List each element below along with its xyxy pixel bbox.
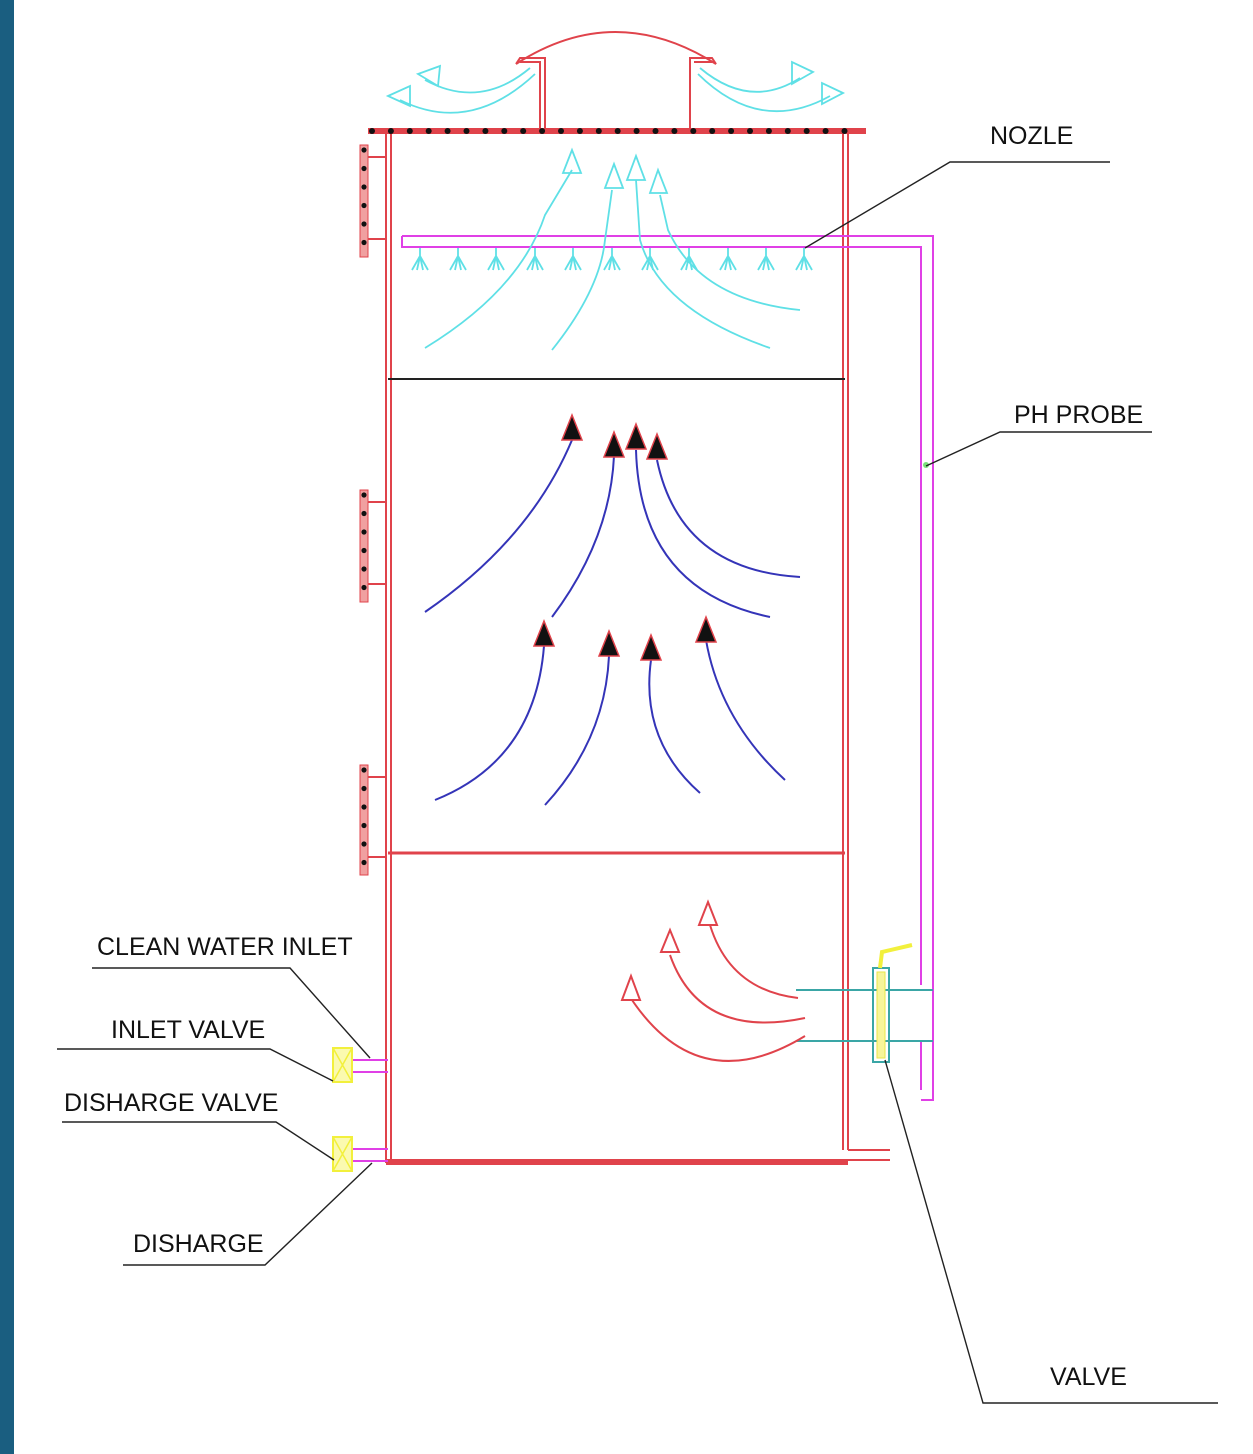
label-ph-probe-text: PH PROBE: [1014, 401, 1143, 429]
bolt-icon: [822, 128, 829, 134]
bolt-icon: [361, 547, 367, 554]
nozzle-icon: [757, 248, 775, 271]
label-nozzle-text: NOZLE: [990, 122, 1073, 150]
label-inlet-valve: INLET VALVE: [57, 1016, 334, 1082]
label-nozzle: NOZLE: [804, 122, 1110, 249]
bolt-icon: [841, 128, 848, 134]
bolt-icon: [633, 128, 640, 134]
label-inlet-valve-text: INLET VALVE: [111, 1016, 265, 1044]
bolt-icon: [784, 128, 791, 134]
bolt-icon: [558, 128, 564, 134]
nozzle-icon: [680, 248, 698, 271]
nozzle-icon: [487, 248, 505, 271]
label-ph-probe: PH PROBE: [925, 401, 1152, 467]
label-discharge-valve-text: DISHARGE VALVE: [64, 1089, 278, 1117]
bolt-icon: [425, 128, 432, 134]
bolt-icon: [361, 492, 367, 498]
inlet-flow-arrows: [620, 899, 806, 1062]
label-valve-text: VALVE: [1050, 1363, 1127, 1391]
bolt-icon: [361, 184, 367, 190]
bolt-icon: [520, 128, 527, 134]
bolt-icon: [576, 128, 583, 134]
bolt-icon: [728, 128, 735, 134]
bolt-icon: [361, 147, 367, 153]
bolt-icon: [361, 239, 367, 246]
bolt-icon: [361, 767, 367, 773]
bolt-icon: [361, 202, 367, 209]
bolt-icon: [406, 128, 413, 134]
bolt-icon: [361, 841, 367, 847]
bolt-icon: [444, 128, 451, 134]
bolt-icon: [671, 128, 678, 134]
exhaust-cap: [515, 31, 717, 131]
bolt-icon: [652, 128, 659, 134]
bolt-icon: [595, 128, 602, 134]
duct-valve: [872, 943, 913, 1063]
tower-walls: [385, 134, 849, 1165]
bolt-icon: [482, 128, 489, 134]
bolt-icon: [501, 128, 508, 134]
nozzle-icon: [564, 248, 582, 271]
flange: [359, 144, 369, 258]
bolt-icon: [361, 584, 367, 591]
flange: [359, 489, 369, 603]
bolt-icon: [747, 128, 753, 134]
gas-inlet-duct: [796, 989, 933, 1161]
exhaust-flow-arrows: [385, 60, 846, 114]
label-discharge-text: DISHARGE: [133, 1230, 264, 1258]
bolt-icon: [690, 128, 697, 134]
nozzle-icon: [603, 248, 621, 271]
bolt-icon: [361, 165, 367, 172]
ph-probe-sensor: [923, 462, 929, 468]
bolt-icon: [387, 128, 394, 134]
bolt-icon: [361, 510, 367, 517]
spray-header-pipe: [401, 235, 934, 1101]
side-flanges: [359, 144, 386, 876]
bolt-icon: [361, 785, 367, 792]
label-valve: VALVE: [884, 1059, 1218, 1404]
label-clean-water-inlet-text: CLEAN WATER INLET: [97, 933, 353, 961]
nozzle-icon: [526, 248, 544, 271]
bolt-icon: [361, 822, 367, 829]
top-flange: [368, 128, 866, 134]
bolt-icon: [361, 529, 367, 535]
spray-nozzles: [411, 248, 813, 271]
bolt-icon: [361, 566, 367, 572]
label-discharge-valve: DISHARGE VALVE: [62, 1089, 335, 1161]
bolt-icon: [369, 128, 375, 134]
accent-strip: [0, 0, 14, 1454]
bolt-icon: [709, 128, 716, 134]
nozzle-icon: [719, 248, 737, 271]
bolt-icon: [361, 221, 367, 227]
label-clean-water-inlet: CLEAN WATER INLET: [92, 933, 371, 1059]
bolt-icon: [539, 128, 546, 134]
discharge-pipe: [332, 1136, 388, 1172]
nozzle-icon: [795, 248, 813, 271]
nozzle-icon: [449, 248, 467, 271]
upper-flow-arrows: [424, 147, 801, 351]
inlet-pipe: [332, 1047, 388, 1083]
bolt-icon: [361, 804, 367, 810]
nozzle-icon: [411, 248, 429, 271]
flange: [359, 764, 369, 876]
label-discharge: DISHARGE: [123, 1162, 373, 1266]
bolt-icon: [803, 128, 810, 134]
bolt-icon: [361, 859, 367, 866]
bolt-icon: [463, 128, 470, 134]
gas-flow-arrows: [424, 412, 801, 806]
bolt-icon: [614, 128, 621, 134]
bolt-icon: [765, 128, 772, 134]
